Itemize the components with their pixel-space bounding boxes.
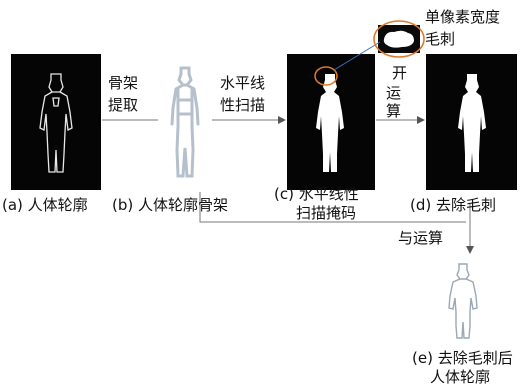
horizontal-scan-label-line2: 性扫描 xyxy=(220,96,266,114)
open-operation-label-3: 算 xyxy=(386,102,402,120)
spur-removed-figure xyxy=(458,74,486,172)
caption-e-line1: (e) 去除毛刺后 xyxy=(412,349,513,367)
panel-b-skeleton xyxy=(160,60,210,190)
spur-zoom-image xyxy=(383,30,414,48)
caption-c-line2: 扫描掩码 xyxy=(296,204,357,222)
skeleton-extract-label-line1: 骨架 xyxy=(108,74,139,92)
arrow-b-to-and xyxy=(199,192,466,223)
and-operation-label: 与运算 xyxy=(398,229,444,247)
caption-a: (a) 人体轮廓 xyxy=(2,196,88,214)
zoom-inset xyxy=(378,25,420,53)
scan-mask-figure xyxy=(316,74,344,172)
final-contour-figure xyxy=(448,263,478,339)
zoom-link-line xyxy=(333,41,381,71)
panel-c-scan-mask xyxy=(287,54,375,190)
open-operation-label-2: 运 xyxy=(386,84,402,102)
panel-a-human-contour xyxy=(11,54,101,190)
caption-d: (d) 去除毛刺 xyxy=(410,196,496,214)
zoom-frame-ring xyxy=(373,20,425,58)
human-contour-figure xyxy=(39,73,73,173)
open-operation-label-1: 开 xyxy=(392,64,408,82)
spur-highlight-ring xyxy=(314,66,338,86)
caption-b: (b) 人体轮廓骨架 xyxy=(112,196,228,214)
zoom-note-line1: 单像素宽度 xyxy=(425,8,501,26)
caption-c-line1: (c) 水平线性 xyxy=(274,185,359,203)
panel-d-spur-removed xyxy=(426,54,517,190)
panel-e-final-contour xyxy=(438,258,488,344)
skeleton-figure xyxy=(170,66,200,178)
horizontal-scan-label-line1: 水平线 xyxy=(220,74,266,92)
caption-e-line2: 人体轮廓 xyxy=(430,368,491,386)
zoom-note-line2: 毛刺 xyxy=(425,30,456,48)
skeleton-extract-label-line2: 提取 xyxy=(108,96,139,114)
